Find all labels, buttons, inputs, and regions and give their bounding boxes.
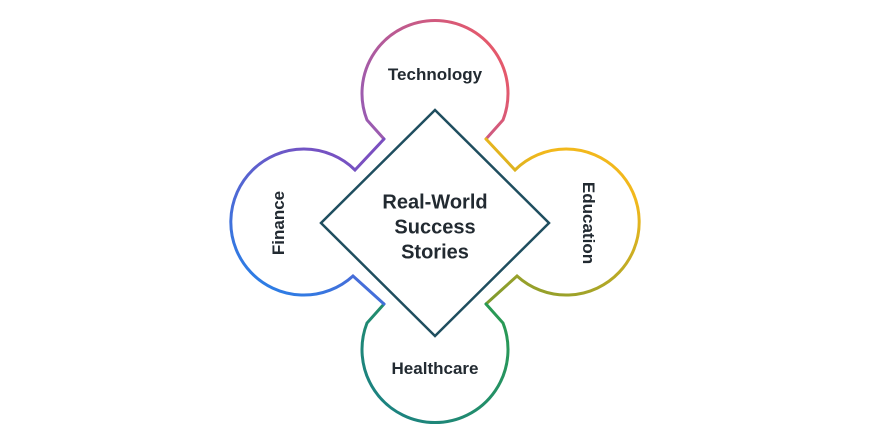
center-title: Real-World Success Stories	[355, 191, 515, 266]
center-diamond	[319, 108, 551, 338]
finance-petal	[229, 137, 386, 306]
education-label: Education	[579, 181, 598, 265]
center-title-line-3: Stories	[401, 241, 469, 264]
healthcare-petal	[360, 302, 510, 425]
healthcare-label: Healthcare	[391, 359, 479, 378]
technology-petal	[360, 18, 510, 141]
education-petal	[484, 137, 641, 306]
technology-label: Technology	[387, 65, 483, 84]
center-title-line-1: Real-World	[382, 191, 488, 214]
finance-label: Finance	[269, 190, 288, 256]
center-title-line-2: Success	[394, 216, 476, 239]
